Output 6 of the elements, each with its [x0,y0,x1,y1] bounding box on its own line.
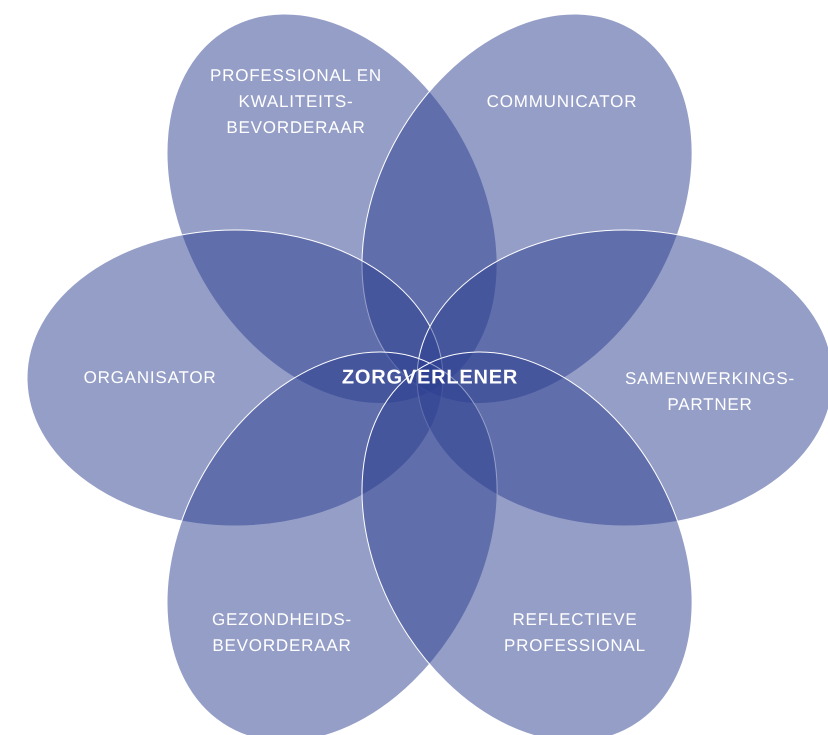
role-label: PROFESSIONAL EN KWALITEITS- BEVORDERAAR [209,64,383,139]
role-label: SAMENWERKINGS- PARTNER [624,368,796,416]
role-label: COMMUNICATOR [486,90,638,113]
role-label: ORGANISATOR [82,367,218,389]
role-label: REFLECTIEVE PROFESSIONAL [503,608,647,657]
role-label: GEZONDHEIDS- BEVORDERAAR [211,608,353,657]
